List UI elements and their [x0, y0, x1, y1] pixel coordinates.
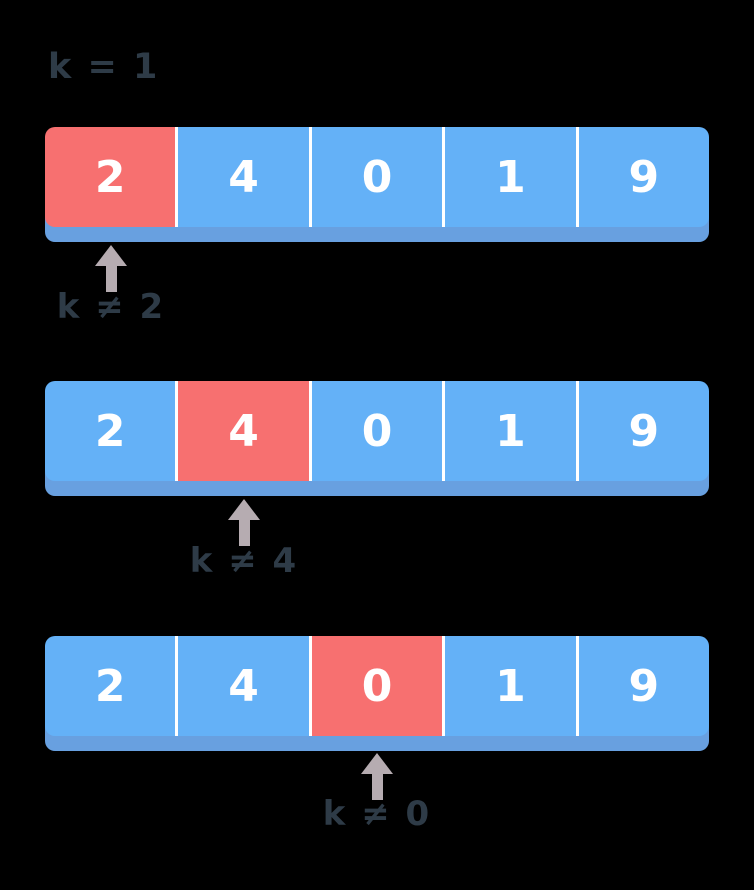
- arrow-stem: [371, 774, 383, 800]
- up-arrow-icon: [228, 499, 260, 547]
- arrow-stem: [105, 266, 117, 292]
- array-step-1: 2 4 0 1 9: [45, 127, 709, 242]
- array-cell-highlighted: 2: [45, 127, 176, 227]
- array-cell: 2: [45, 381, 176, 481]
- array-cells: 2 4 0 1 9: [45, 636, 709, 736]
- cell-value: 1: [495, 660, 526, 712]
- cell-value: 9: [628, 405, 660, 457]
- cell-value: 1: [495, 151, 526, 203]
- array-cell: 1: [442, 127, 576, 227]
- array-cell: 4: [175, 636, 309, 736]
- cell-value: 1: [495, 405, 526, 457]
- up-arrow-icon: [95, 245, 127, 293]
- up-arrow-icon: [361, 753, 393, 801]
- array-cell: 9: [575, 381, 709, 481]
- cell-value: 0: [361, 660, 393, 712]
- cell-value: 0: [361, 151, 393, 203]
- cell-value: 4: [228, 151, 259, 203]
- array-cell: 1: [442, 381, 576, 481]
- comparison-label-3: k ≠ 0: [322, 794, 432, 834]
- cell-value: 2: [94, 660, 126, 712]
- arrow-head: [95, 245, 127, 266]
- cell-value: 9: [628, 151, 660, 203]
- arrow-head: [361, 753, 393, 774]
- cell-value: 2: [94, 151, 126, 203]
- cell-value: 9: [628, 660, 660, 712]
- comparison-label-2: k ≠ 4: [189, 541, 299, 581]
- array-cell: 9: [575, 636, 709, 736]
- array-cells: 2 4 0 1 9: [45, 381, 709, 481]
- array-cell: 1: [442, 636, 576, 736]
- array-cells: 2 4 0 1 9: [45, 127, 709, 227]
- array-cell: 0: [308, 381, 443, 481]
- arrow-head: [228, 499, 260, 520]
- array-cell: 4: [175, 127, 309, 227]
- array-cell: 9: [575, 127, 709, 227]
- cell-value: 2: [94, 405, 126, 457]
- array-step-2: 2 4 0 1 9: [45, 381, 709, 496]
- array-cell: 0: [308, 127, 443, 227]
- comparison-label-1: k ≠ 2: [56, 287, 166, 327]
- array-cell: 2: [45, 636, 176, 736]
- cell-value: 4: [228, 660, 259, 712]
- arrow-stem: [238, 520, 250, 546]
- array-cell-highlighted: 4: [175, 381, 309, 481]
- array-step-3: 2 4 0 1 9: [45, 636, 709, 751]
- cell-value: 0: [361, 405, 393, 457]
- k-value-label: k = 1: [48, 47, 160, 87]
- array-cell-highlighted: 0: [308, 636, 443, 736]
- cell-value: 4: [228, 405, 259, 457]
